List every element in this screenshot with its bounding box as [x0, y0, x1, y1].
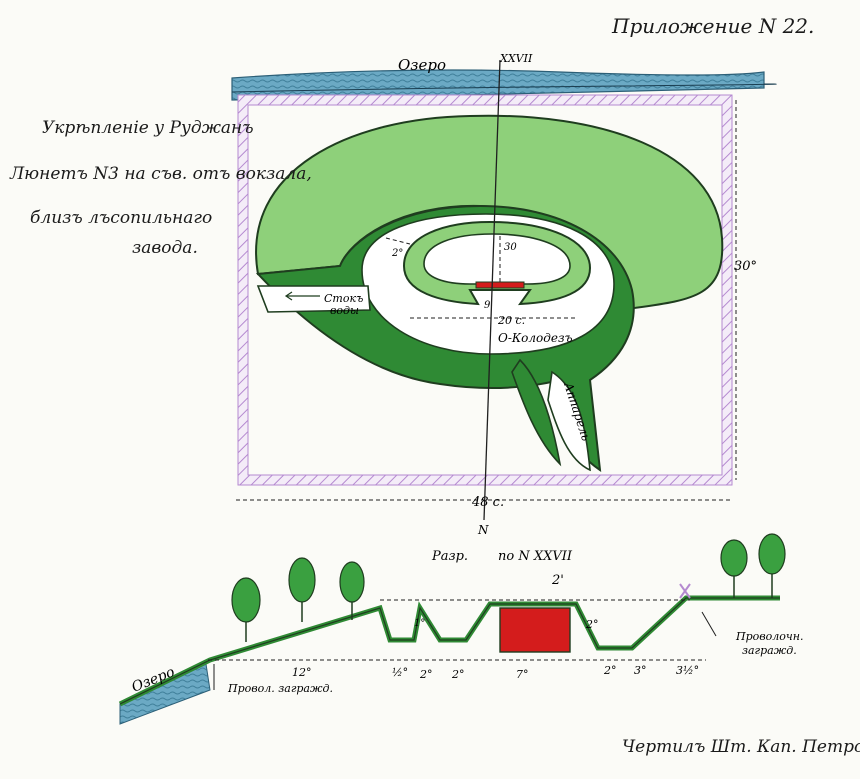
well-label: О-Колодезъ — [498, 331, 573, 345]
section-title-suffix: по N XXVII — [498, 549, 573, 564]
title-line-2: Люнетъ N3 на съв. отъ вокзала, — [10, 164, 312, 184]
blockhouse-plan — [475, 281, 525, 289]
tree-icon — [339, 561, 365, 620]
drain-label-2: воды — [330, 304, 359, 317]
drain-channel — [256, 285, 371, 313]
wire-left-label: Провол. загражд. — [227, 682, 333, 695]
draftsman-signature: Чертилъ Шт. Кап. Петровъ — [622, 737, 860, 757]
wire-right-label-2: загражд. — [742, 644, 797, 657]
appendix-label: Приложение N 22. — [612, 14, 815, 38]
dim-small-1: 9 — [484, 300, 491, 311]
tree-icon — [231, 577, 261, 642]
dim-label: 3° — [634, 664, 647, 677]
title-line-1: Укрѣпленіе у Руджанъ — [42, 118, 254, 138]
inner-work-core — [423, 233, 571, 285]
section-marker-top: XXVII — [499, 52, 533, 65]
tree-icon — [720, 539, 748, 598]
wire-right-label-1: Проволочн. — [735, 630, 804, 643]
drain-label-1: Стокъ — [324, 292, 363, 305]
trees — [231, 533, 786, 642]
dim-label: 2° — [419, 668, 433, 681]
dim-ditch: 1° — [414, 618, 425, 629]
dim-depth: 30 — [504, 242, 517, 253]
north-marker: N — [477, 523, 489, 537]
section-title-prefix: Разр. — [431, 549, 468, 564]
ramp-wing-left — [511, 358, 562, 467]
dim-label: 2° — [603, 664, 617, 677]
dim-label: ½° — [392, 666, 408, 679]
title-line-3: близъ лъсопильнаго — [30, 208, 213, 228]
dim-label: 2° — [451, 668, 465, 681]
dim-height: 2° — [585, 618, 599, 631]
dim-label: 12° — [292, 666, 312, 679]
plan-dimensions — [236, 100, 737, 501]
dim-label: 3½° — [676, 664, 699, 677]
dim-top: 2' — [551, 573, 564, 588]
title-line-4: завода. — [132, 238, 198, 258]
section-dims: 12° ½° 2° 2° 7° 2° 3° 3½° — [292, 664, 699, 681]
approach-ramp — [547, 370, 591, 472]
dim-inner-width: 20 с. — [497, 314, 525, 327]
plan-lake-label: Озеро — [398, 56, 446, 74]
blockhouse-section — [499, 607, 571, 653]
dim-side: 30° — [734, 259, 757, 274]
tree-icon — [758, 533, 786, 598]
dim-small-2: 2° — [391, 248, 403, 259]
tree-icon — [288, 557, 316, 622]
dim-width-total: 48 с. — [471, 495, 504, 510]
section-line — [483, 59, 501, 521]
dim-label: 7° — [516, 668, 529, 681]
section-profile — [118, 583, 780, 725]
